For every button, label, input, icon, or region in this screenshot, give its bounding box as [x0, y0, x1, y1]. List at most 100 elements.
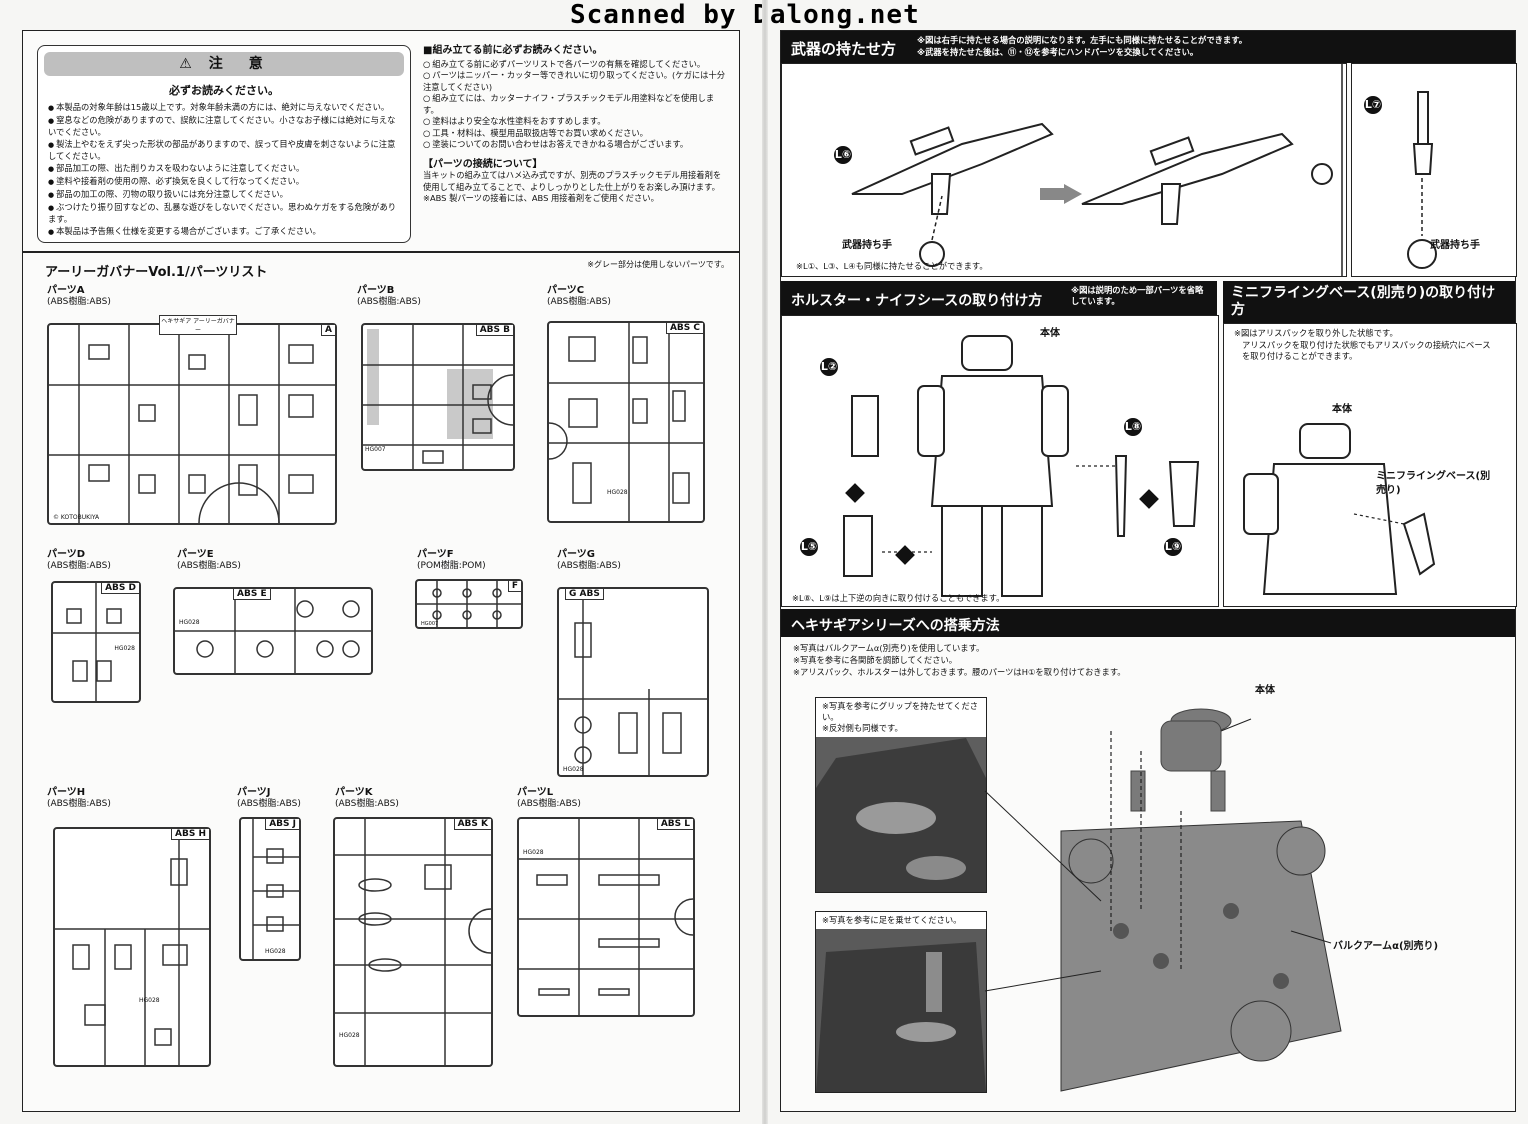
runner-b-tag: ABS B: [475, 324, 514, 336]
miniflying-diagram: [1243, 423, 1436, 595]
watermark: Scanned by Dalong.net: [570, 0, 920, 30]
read-first-item: パーツはニッパー・カッター等できれいに切り取ってください。(ケガには十分注意して…: [423, 70, 729, 93]
read-first-item: 組み立てる前に必ずパーツリストで各パーツの有無を確認してください。: [423, 59, 729, 71]
rifle-diagram: [851, 64, 1343, 276]
weapons-diagram-box: L⑥ 武器持ち手 ※L①、L③、L④も同様に持たせることができます。: [781, 63, 1347, 277]
miniflying-base-label: ミニフライングベース(別売り): [1376, 471, 1491, 496]
runner-b: ABS B HG007: [361, 323, 515, 471]
holster-diagram-box: 本体 L② L⑤ L⑧ L⑨ ※L⑧、L⑨は上下逆の向きに取り付けることもできま…: [781, 315, 1219, 607]
runner-e-code: HG028: [179, 619, 200, 626]
knife-grip-label: 武器持ち手: [1430, 240, 1480, 251]
connect-title: 【パーツの接続について】: [423, 158, 543, 170]
caution-item: 塗料や接着剤の使用の際、必ず換気を良くして行なってください。: [48, 176, 402, 188]
runner-a-tag: A: [321, 324, 336, 336]
label-l5: L⑤: [798, 536, 818, 556]
runner-a: A ヘキサギア アーリーガバナー © KOTOBUKIYA: [47, 315, 337, 525]
caution-item: 窒息などの危険がありますので、誤飲に注意してください。小さなお子様には絶対に与え…: [48, 115, 402, 138]
caution-header: ⚠ 注 意: [44, 52, 404, 76]
runner-j-frame: [252, 819, 299, 959]
photo-grip-caption: ※写真を参考にグリップを持たせてください。※反対側も同様です。: [816, 698, 986, 737]
hexagear-body-label: 本体: [1255, 685, 1275, 696]
weapons-note-2: ※武器を持たせた後は、⑪・⑫を参考にハンドパーツを交換してください。: [917, 47, 1199, 57]
hexagear-note-3: ※アリスパック、ホルスターは外しておきます。腰のパーツはH①を取り付けておきます…: [793, 667, 1126, 677]
knife-diagram-box: L⑦ 武器持ち手: [1351, 63, 1517, 277]
miniflying-title: ミニフライングベース(別売り)の取り付け方: [1231, 285, 1496, 318]
runner-h: ABS H HG028: [53, 827, 211, 1067]
holster-footer: ※L⑧、L⑨は上下逆の向きに取り付けることもできます。: [792, 593, 1005, 603]
runner-l: ABS L HG028: [517, 817, 695, 1017]
runner-c-tag: ABS C: [665, 322, 704, 334]
photo-feet: ※写真を参考に足を乗せてください。: [815, 911, 987, 1093]
runner-g-frame: [559, 589, 707, 775]
label-l7: L⑦: [1362, 94, 1382, 114]
read-first-title: ■組み立てる前に必ずお読みください。: [423, 45, 603, 56]
label-l2: L②: [818, 356, 838, 376]
caution-subtitle: 必ずお読みください。: [169, 84, 279, 97]
caution-item: 本製品は予告無く仕様を変更する場合がございます。ご了承ください。: [48, 226, 402, 238]
holster-diagram: [843, 335, 1200, 597]
runner-a-frame: [49, 325, 335, 523]
runner-f-code: HG007: [421, 621, 439, 627]
runner-g: G ABS HG028: [557, 587, 709, 777]
holster-note: ※図は説明のため一部パーツを省略しています。: [1071, 285, 1204, 306]
weapons-note-1: ※図は右手に持たせる場合の説明になります。左手にも同様に持たせることができます。: [917, 35, 1247, 45]
runner-j-code: HG028: [265, 948, 286, 955]
runner-d: ABS D HG028: [51, 581, 141, 703]
read-first-item: 工具・材料は、模型用品取扱店等でお買い求めください。: [423, 128, 729, 140]
runner-e-frame: [175, 589, 371, 673]
label-l9: L⑨: [1162, 536, 1182, 556]
runner-g-tag: G ABS: [565, 588, 604, 600]
read-first-item: 塗料はより安全な水性塗料をおすすめします。: [423, 116, 729, 128]
runner-f-label: パーツF(POM樹脂:POM): [417, 549, 486, 571]
holster-body-label: 本体: [1040, 328, 1060, 339]
caution-box: ⚠ 注 意 必ずお読みください。 本製品の対象年齢は15歳以上です。対象年齢未満…: [37, 45, 411, 243]
read-first-item: 塗装についてのお問い合わせはお答えできかねる場合がございます。: [423, 139, 729, 151]
runner-j-tag: ABS J: [265, 818, 300, 830]
hexagear-note-2: ※写真を参考に各関節を調節してください。: [793, 655, 958, 665]
runner-f-frame: [417, 581, 521, 627]
caution-item: ぶつけたり振り回すなどの、乱暴な遊びをしないでください。思わぬケガをする危険があ…: [48, 202, 402, 225]
runner-h-code: HG028: [139, 997, 160, 1004]
parts-list-title: アーリーガバナーVol.1/パーツリスト: [45, 265, 268, 280]
runner-d-code: HG028: [114, 645, 135, 652]
caution-item: 部品の加工の際、刃物の取り扱いには充分注意してください。: [48, 189, 402, 201]
runner-l-label: パーツL(ABS樹脂:ABS): [517, 787, 581, 809]
runner-l-tag: ABS L: [656, 818, 694, 830]
photo-feet-caption: ※写真を参考に足を乗せてください。: [816, 912, 986, 929]
runner-c-frame: [549, 323, 703, 521]
caution-item: 本製品の対象年齢は15歳以上です。対象年齢未満の方には、絶対に与えないでください…: [48, 102, 402, 114]
caution-item: 製法上やむをえず尖った形状の部品がありますので、誤って目や皮膚を刺さないように注…: [48, 139, 402, 162]
runner-g-code: HG028: [563, 766, 584, 773]
runner-g-label: パーツG(ABS樹脂:ABS): [557, 549, 621, 571]
miniflying-note-1: ※図はアリスパックを取り外した状態です。: [1234, 328, 1398, 338]
runner-l-code: HG028: [523, 849, 544, 856]
runner-d-frame: [53, 583, 139, 701]
grip-hand-label: 武器持ち手: [842, 240, 892, 251]
knife-diagram: [1407, 91, 1437, 269]
holster-header: ホルスター・ナイフシースの取り付け方 ※図は説明のため一部パーツを省略しています…: [781, 281, 1217, 315]
connect-note: ※ABS 製パーツの接着には、ABS 用接着剤をご使用ください。: [423, 193, 659, 203]
runner-j-label: パーツJ(ABS樹脂:ABS): [237, 787, 301, 809]
runner-d-label: パーツD(ABS樹脂:ABS): [47, 549, 111, 571]
runner-e-tag: ABS E: [233, 588, 271, 600]
runner-f-tag: F: [507, 580, 522, 592]
photo-feet-image: [816, 912, 986, 1092]
runner-f: F HG007: [415, 579, 523, 629]
section-divider: [23, 251, 739, 253]
runner-a-code: © KOTOBUKIYA: [53, 514, 100, 521]
photo-grip: ※写真を参考にグリップを持たせてください。※反対側も同様です。: [815, 697, 987, 893]
parts-list-note: ※グレー部分は使用しないパーツです。: [587, 260, 729, 269]
runner-c: ABS C HG028: [547, 321, 705, 523]
read-first-item: 組み立てには、カッターナイフ・プラスチックモデル用塗料などを使用します。: [423, 93, 729, 116]
runner-e-label: パーツE(ABS樹脂:ABS): [177, 549, 241, 571]
runner-b-frame: [363, 325, 513, 469]
weapons-header: 武器の持たせ方 ※図は右手に持たせる場合の説明になります。左手にも同様に持たせる…: [781, 31, 1515, 63]
runner-h-tag: ABS H: [171, 828, 210, 840]
bulk-arm-label: バルクアームα(別売り): [1333, 941, 1439, 952]
runner-a-sub: ヘキサギア アーリーガバナー: [159, 315, 237, 335]
runner-e: ABS E HG028: [173, 587, 373, 675]
runner-c-code: HG028: [607, 489, 628, 496]
right-page: 武器の持たせ方 ※図は右手に持たせる場合の説明になります。左手にも同様に持たせる…: [780, 30, 1517, 1112]
left-page: ⚠ 注 意 必ずお読みください。 本製品の対象年齢は15歳以上です。対象年齢未満…: [22, 30, 740, 1112]
runner-k-code: HG028: [339, 1032, 360, 1039]
